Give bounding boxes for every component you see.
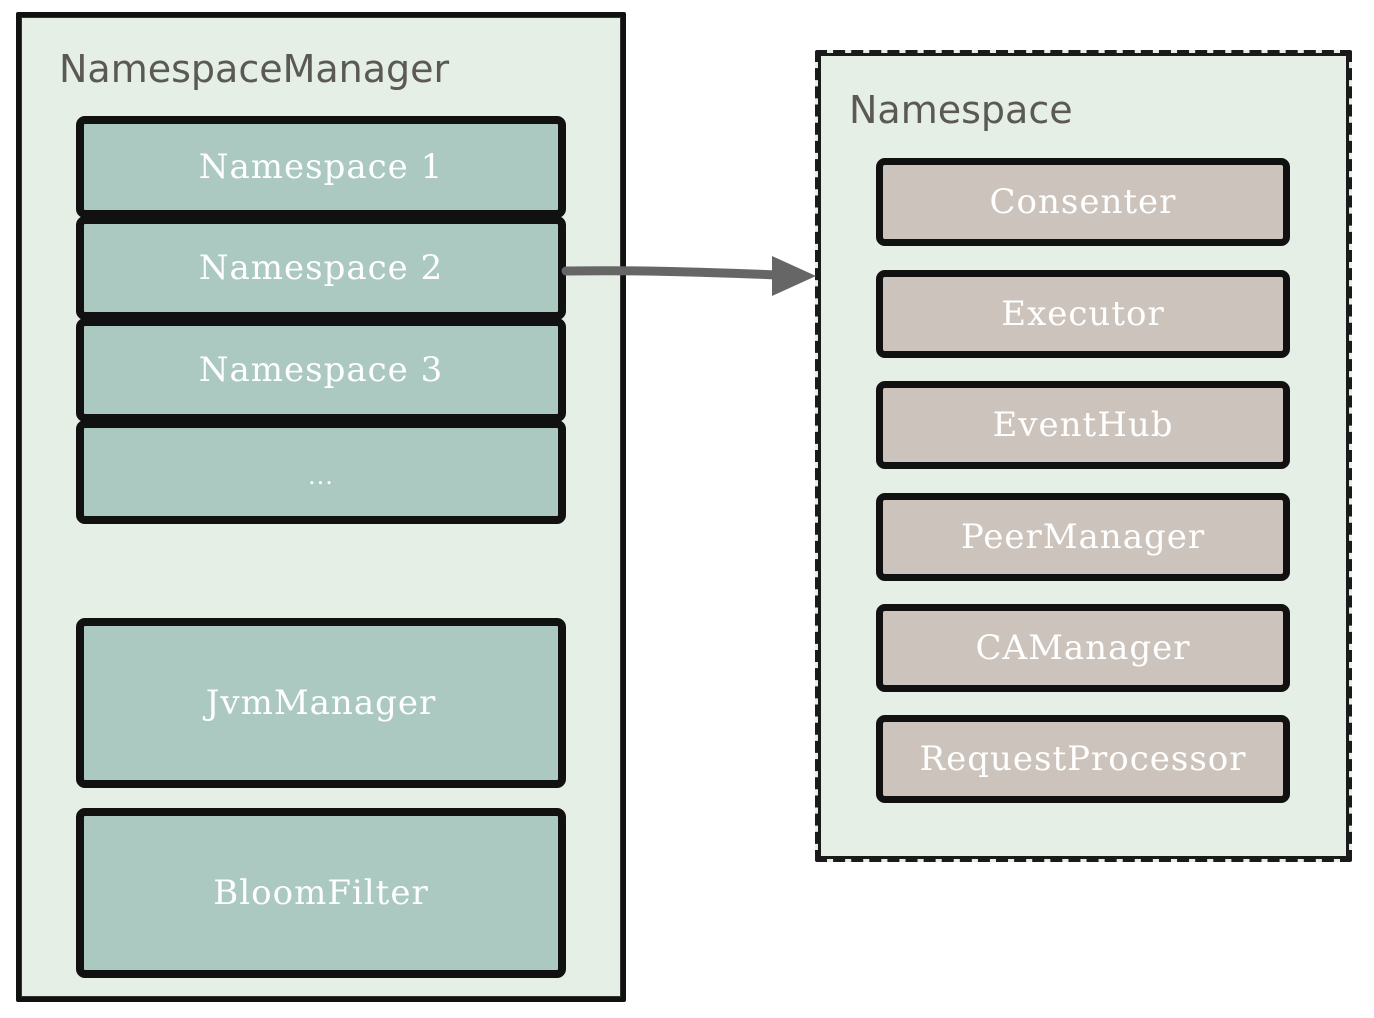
ca-manager-box: CAManager <box>876 604 1290 692</box>
namespace-3-box: Namespace 3 <box>76 318 566 422</box>
namespace-title: Namespace <box>849 88 1073 132</box>
executor-box: Executor <box>876 270 1290 358</box>
consenter-box: Consenter <box>876 158 1290 246</box>
request-processor-box: RequestProcessor <box>876 715 1290 803</box>
arrow-head <box>772 256 816 296</box>
eventhub-box: EventHub <box>876 381 1290 469</box>
namespace-ellipsis-box: ... <box>76 420 566 524</box>
bloom-filter-box: BloomFilter <box>76 808 566 978</box>
jvm-manager-box: JvmManager <box>76 618 566 788</box>
namespace-manager-title: NamespaceManager <box>59 47 450 91</box>
namespace-2-box: Namespace 2 <box>76 216 566 320</box>
namespace-1-box: Namespace 1 <box>76 116 566 218</box>
peer-manager-box: PeerManager <box>876 493 1290 581</box>
